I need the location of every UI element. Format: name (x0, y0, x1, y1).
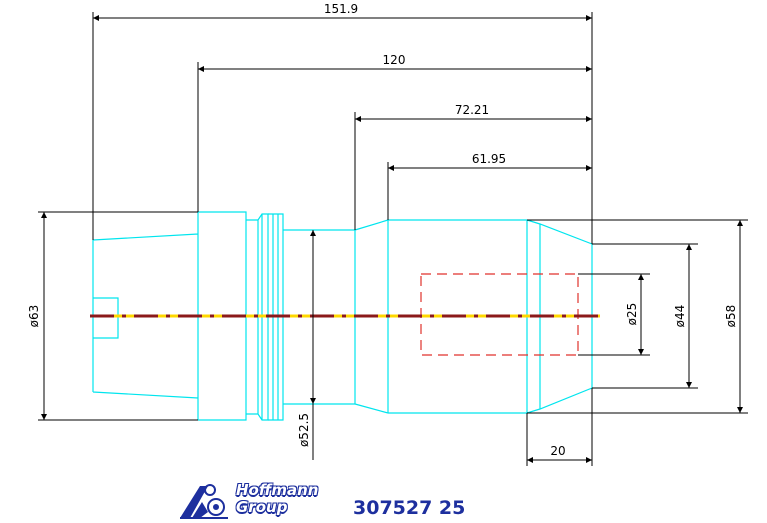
shank-taper-outline (92, 212, 199, 420)
brand-block: Hoffmann Group (178, 478, 478, 522)
dim-label-151-9: 151.9 (324, 2, 358, 16)
dim-label-d63: ø63 (27, 305, 41, 328)
dim-label-120: 120 (383, 53, 406, 67)
part-outline (92, 211, 593, 421)
dim-label-d25: ø25 (625, 303, 639, 326)
dim-label-20: 20 (550, 444, 565, 458)
brand-name-line1: Hoffmann (236, 481, 319, 499)
hoffmann-logo-icon (180, 484, 228, 519)
dimension-labels: 151.9 120 72.21 61.95 20 ø63 ø52.5 ø25 ø… (27, 2, 738, 458)
extension-lines (38, 12, 748, 466)
brand-name-line2: Group (236, 498, 288, 516)
dimension-lines (41, 15, 743, 463)
dim-label-d58: ø58 (724, 305, 738, 328)
dim-label-d44: ø44 (673, 305, 687, 328)
brand-name: Hoffmann Group (236, 482, 318, 516)
dim-label-61-95: 61.95 (472, 152, 506, 166)
key-slot-outline (93, 297, 119, 339)
dim-label-72-21: 72.21 (455, 103, 489, 117)
cone-outline (354, 219, 389, 414)
part-number: 307527 25 (353, 497, 466, 519)
dim-label-d52-5: ø52.5 (297, 413, 311, 447)
